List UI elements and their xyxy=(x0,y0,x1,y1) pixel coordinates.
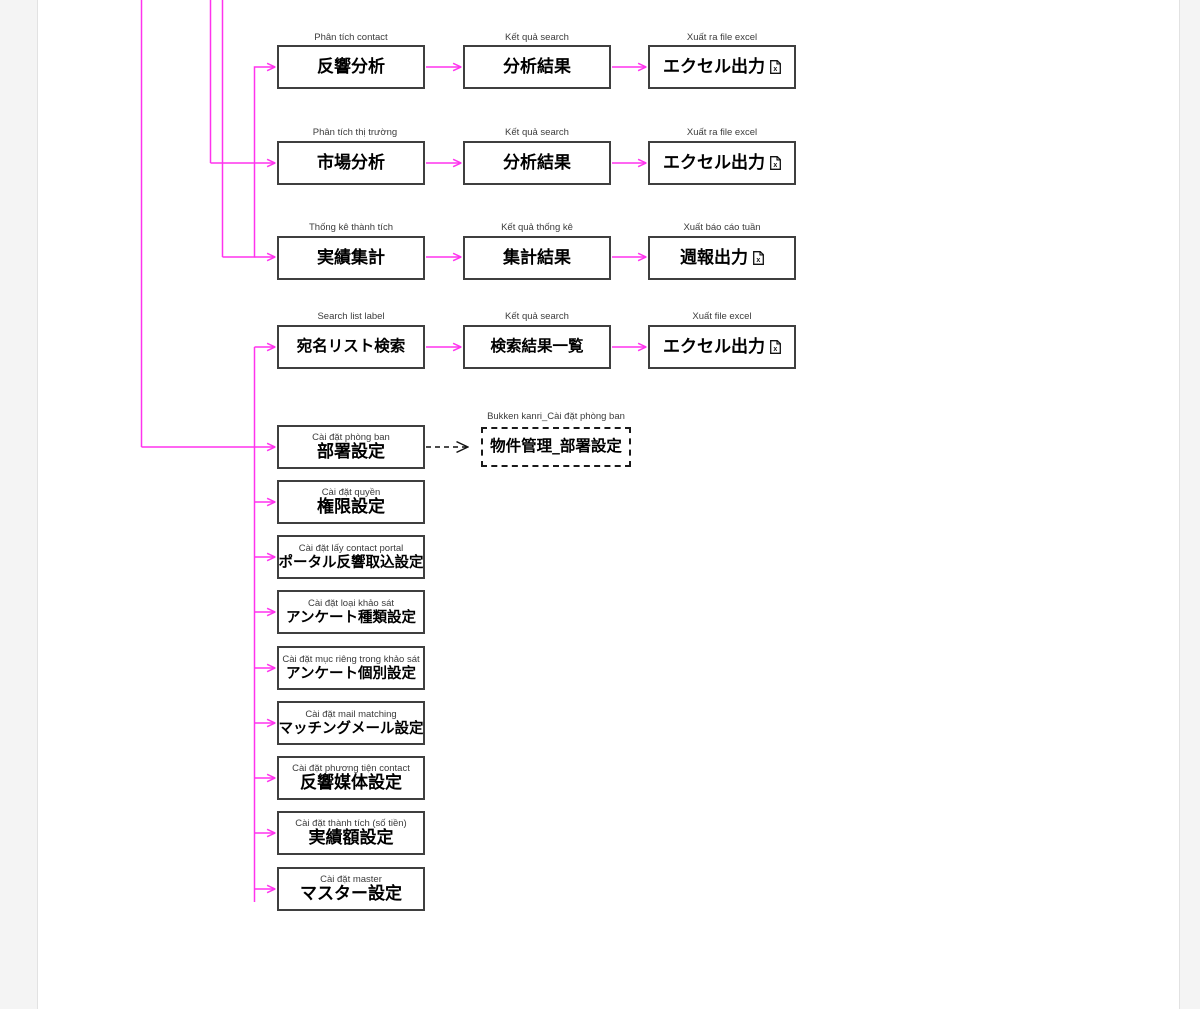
node-label: 検索結果一覧 xyxy=(490,337,584,356)
node-caption: Cài đặt phòng ban xyxy=(312,431,390,443)
node-weekly-report-output[interactable]: 週報出力 x xyxy=(648,236,796,280)
svg-text:x: x xyxy=(773,66,777,73)
node-caption: Cài đặt lấy contact portal xyxy=(298,543,404,554)
node-label: 宛名リスト検索 xyxy=(296,337,406,356)
node-caption: Cài đặt thành tích (số tiền) xyxy=(295,817,407,829)
node-aggregation-result[interactable]: 集計結果 xyxy=(463,236,611,280)
excel-file-icon: x xyxy=(770,340,781,354)
svg-text:x: x xyxy=(773,162,777,169)
node-label: 部署設定 xyxy=(317,442,385,463)
step-caption: Xuất file excel xyxy=(692,311,752,322)
node-analysis-result[interactable]: 分析結果 xyxy=(463,45,611,89)
node-label: 分析結果 xyxy=(503,152,571,173)
svg-text:x: x xyxy=(773,346,777,353)
node-survey-type-settings[interactable]: Cài đặt loại khảo sát アンケート種類設定 xyxy=(277,590,425,634)
node-excel-output[interactable]: エクセル出力 x xyxy=(648,45,796,89)
external-ref-caption: Bukken kanri_Cài đặt phòng ban xyxy=(487,411,625,422)
node-address-list-search[interactable]: 宛名リスト検索 xyxy=(277,325,425,369)
node-label: 市場分析 xyxy=(317,152,385,173)
node-label: 週報出力 xyxy=(680,247,748,268)
step-caption: Phân tích contact xyxy=(314,32,388,43)
node-contact-analysis[interactable]: 反響分析 xyxy=(277,45,425,89)
node-portal-contact-import-settings[interactable]: Cài đặt lấy contact portal ポータル反響取込設定 xyxy=(277,535,425,579)
node-caption: Cài đặt mục riêng trong khảo sát xyxy=(282,654,420,665)
node-label: マッチングメール設定 xyxy=(278,720,424,737)
node-performance-amount-settings[interactable]: Cài đặt thành tích (số tiền) 実績額設定 xyxy=(277,811,425,855)
node-label: 実績集計 xyxy=(317,247,385,268)
node-caption: Cài đặt phương tiện contact xyxy=(292,762,410,774)
step-caption: Phân tích thị trường xyxy=(312,127,398,138)
excel-file-icon: x xyxy=(753,251,764,265)
step-caption: Kết quả thống kê xyxy=(501,222,573,233)
node-label: 実績額設定 xyxy=(308,828,394,849)
node-caption: Cài đặt loại khảo sát xyxy=(307,598,395,609)
node-label: 権限設定 xyxy=(317,497,385,518)
node-label: アンケート個別設定 xyxy=(286,665,416,682)
node-department-settings[interactable]: Cài đặt phòng ban 部署設定 xyxy=(277,425,425,469)
node-market-analysis[interactable]: 市場分析 xyxy=(277,141,425,185)
node-analysis-result[interactable]: 分析結果 xyxy=(463,141,611,185)
step-caption: Xuất ra file excel xyxy=(686,127,758,138)
step-caption: Xuất ra file excel xyxy=(686,32,758,43)
node-label: ポータル反響取込設定 xyxy=(278,554,424,571)
node-label: 反響媒体設定 xyxy=(300,773,402,794)
node-survey-individual-settings[interactable]: Cài đặt mục riêng trong khảo sát アンケート個別… xyxy=(277,646,425,690)
node-label: 分析結果 xyxy=(503,56,571,77)
node-permission-settings[interactable]: Cài đặt quyền 権限設定 xyxy=(277,480,425,524)
node-performance-aggregation[interactable]: 実績集計 xyxy=(277,236,425,280)
node-contact-media-settings[interactable]: Cài đặt phương tiện contact 反響媒体設定 xyxy=(277,756,425,800)
excel-file-icon: x xyxy=(770,60,781,74)
node-external-bukken-department-settings[interactable]: 物件管理_部署設定 xyxy=(481,427,631,467)
node-label: エクセル出力 xyxy=(663,152,765,173)
node-label: 物件管理_部署設定 xyxy=(490,437,622,456)
step-caption: Kết quả search xyxy=(505,127,569,138)
node-label: アンケート種類設定 xyxy=(286,609,416,626)
step-caption: Search list label xyxy=(317,311,385,322)
step-caption: Kết quả search xyxy=(505,311,569,322)
node-caption: Cài đặt master xyxy=(320,873,382,885)
step-caption: Xuất báo cáo tuần xyxy=(683,222,761,233)
excel-file-icon: x xyxy=(770,156,781,170)
node-master-settings[interactable]: Cài đặt master マスター設定 xyxy=(277,867,425,911)
node-label: 集計結果 xyxy=(503,247,571,268)
node-excel-output[interactable]: エクセル出力 x xyxy=(648,325,796,369)
node-label: エクセル出力 xyxy=(663,336,765,357)
step-caption: Thống kê thành tích xyxy=(309,222,393,233)
svg-text:x: x xyxy=(756,257,760,264)
node-caption: Cài đặt quyền xyxy=(321,486,381,498)
node-excel-output[interactable]: エクセル出力 x xyxy=(648,141,796,185)
node-matching-mail-settings[interactable]: Cài đặt mail matching マッチングメール設定 xyxy=(277,701,425,745)
node-label: マスター設定 xyxy=(300,884,402,905)
step-caption: Kết quả search xyxy=(505,32,569,43)
node-search-result-list[interactable]: 検索結果一覧 xyxy=(463,325,611,369)
node-caption: Cài đặt mail matching xyxy=(305,709,397,720)
node-label: エクセル出力 xyxy=(663,56,765,77)
node-label: 反響分析 xyxy=(317,56,385,77)
